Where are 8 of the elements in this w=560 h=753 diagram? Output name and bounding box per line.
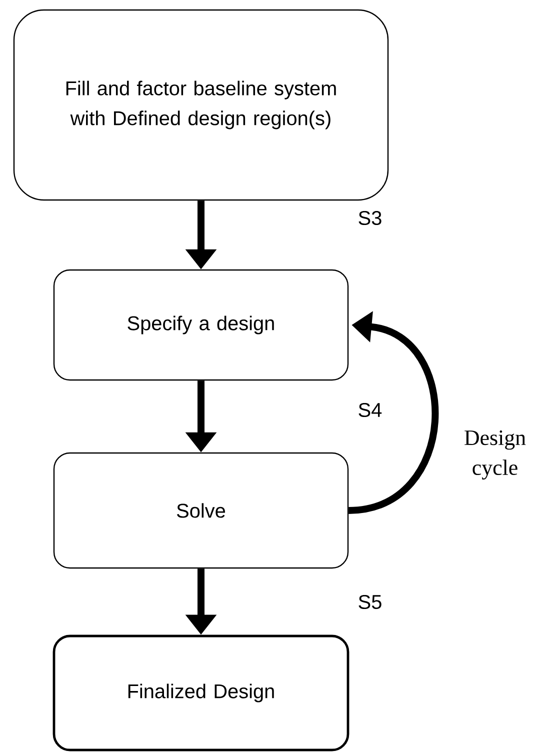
process-box: Fill and factor baseline system with Defined design region(s) <box>13 9 389 201</box>
process-box: Specify a design <box>53 269 349 381</box>
process-box: Solve <box>53 452 349 569</box>
process-box: Finalized Design <box>52 634 350 752</box>
step-label: S3 <box>358 210 382 226</box>
step-label: S4 <box>358 402 382 418</box>
step-label: S5 <box>358 594 382 610</box>
edge-label: Design cycle <box>454 429 536 481</box>
